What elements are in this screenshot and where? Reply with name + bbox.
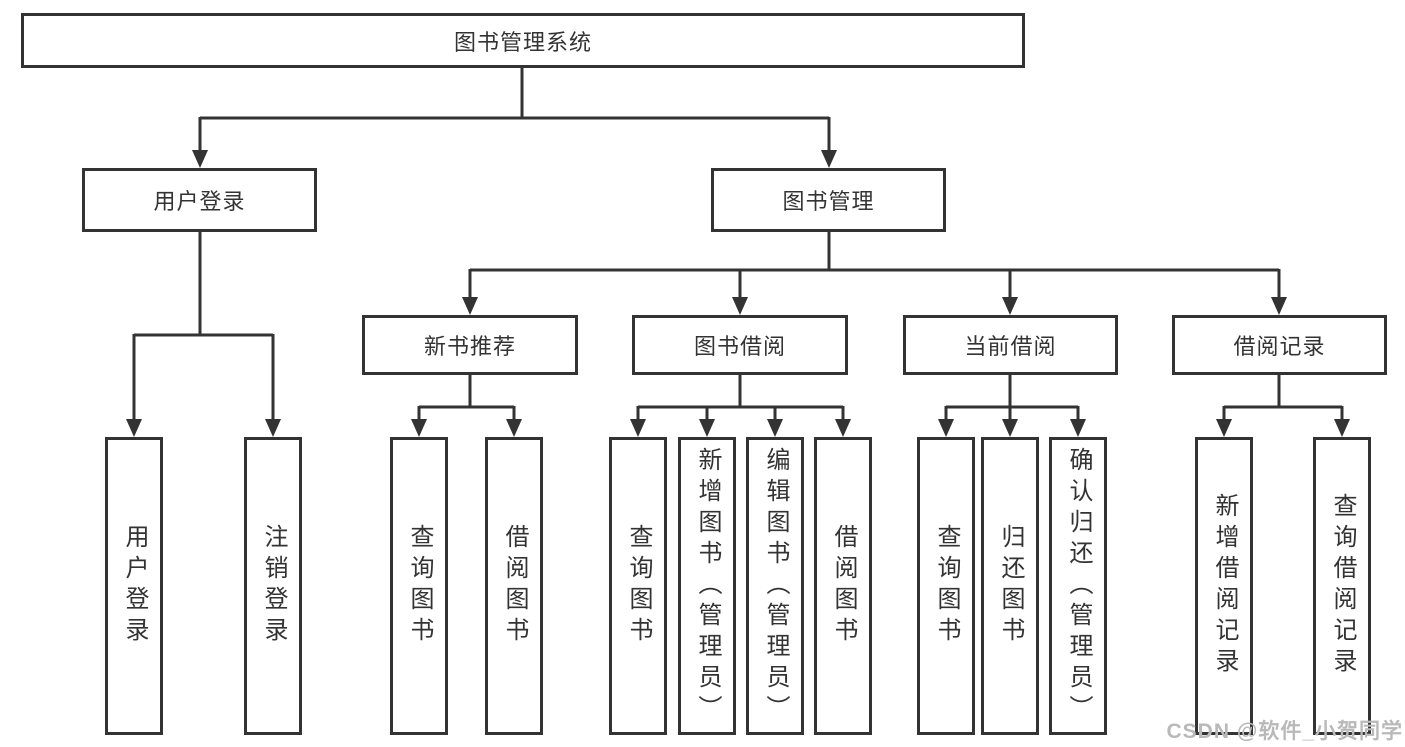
node-book-management: 图书管理: [711, 168, 946, 232]
node-user-login: 用户登录: [82, 168, 317, 232]
node-library-system-label: 图书管理系统: [453, 29, 592, 55]
leaf-edit-books-admin-label: 编辑图书（管理员）: [762, 446, 789, 726]
leaf-borrow-books-recommend-label: 借阅图书: [501, 524, 528, 648]
node-current-borrowing-label: 当前借阅: [964, 334, 1057, 359]
node-book-management-label: 图书管理: [782, 189, 875, 214]
node-current-borrowing: 当前借阅: [903, 315, 1118, 375]
leaf-query-books-current: 查询图书: [917, 437, 975, 735]
leaf-logout: 注销登录: [244, 437, 302, 735]
leaf-edit-books-admin: 编辑图书（管理员）: [746, 437, 804, 735]
node-borrowing-records-label: 借阅记录: [1233, 334, 1326, 359]
leaf-user-login: 用户登录: [105, 437, 163, 735]
leaf-logout-label: 注销登录: [260, 524, 287, 648]
leaf-confirm-return-admin: 确认归还（管理员）: [1049, 437, 1107, 735]
leaf-query-borrow-record-label: 查询借阅记录: [1329, 493, 1356, 679]
leaf-query-books-current-label: 查询图书: [933, 524, 960, 648]
leaf-query-books-recommend: 查询图书: [390, 437, 448, 735]
leaf-query-books-borrow-label: 查询图书: [625, 524, 652, 648]
leaf-confirm-return-admin-label: 确认归还（管理员）: [1065, 446, 1092, 726]
leaf-add-borrow-record: 新增借阅记录: [1195, 437, 1253, 735]
leaf-return-books-label: 归还图书: [997, 524, 1024, 648]
leaf-borrow-books-label: 借阅图书: [830, 524, 857, 648]
arrowhead-icons: [126, 150, 1350, 437]
leaf-add-books-admin-label: 新增图书（管理员）: [694, 446, 721, 726]
leaf-add-borrow-record-label: 新增借阅记录: [1211, 493, 1238, 679]
node-borrowing-records: 借阅记录: [1172, 315, 1387, 375]
node-new-book-recommend-label: 新书推荐: [423, 334, 516, 359]
node-user-login-label: 用户登录: [153, 189, 246, 214]
leaf-query-books-borrow: 查询图书: [609, 437, 667, 735]
node-library-system: 图书管理系统: [21, 13, 1025, 68]
leaf-return-books: 归还图书: [981, 437, 1039, 735]
leaf-add-books-admin: 新增图书（管理员）: [678, 437, 736, 735]
leaf-query-books-recommend-label: 查询图书: [406, 524, 433, 648]
leaf-borrow-books: 借阅图书: [814, 437, 872, 735]
leaf-user-login-label: 用户登录: [121, 524, 148, 648]
node-book-borrowing-label: 图书借阅: [693, 334, 786, 359]
node-new-book-recommend: 新书推荐: [362, 315, 578, 375]
leaf-borrow-books-recommend: 借阅图书: [485, 437, 543, 735]
node-book-borrowing: 图书借阅: [632, 315, 848, 375]
leaf-query-borrow-record: 查询借阅记录: [1313, 437, 1371, 735]
